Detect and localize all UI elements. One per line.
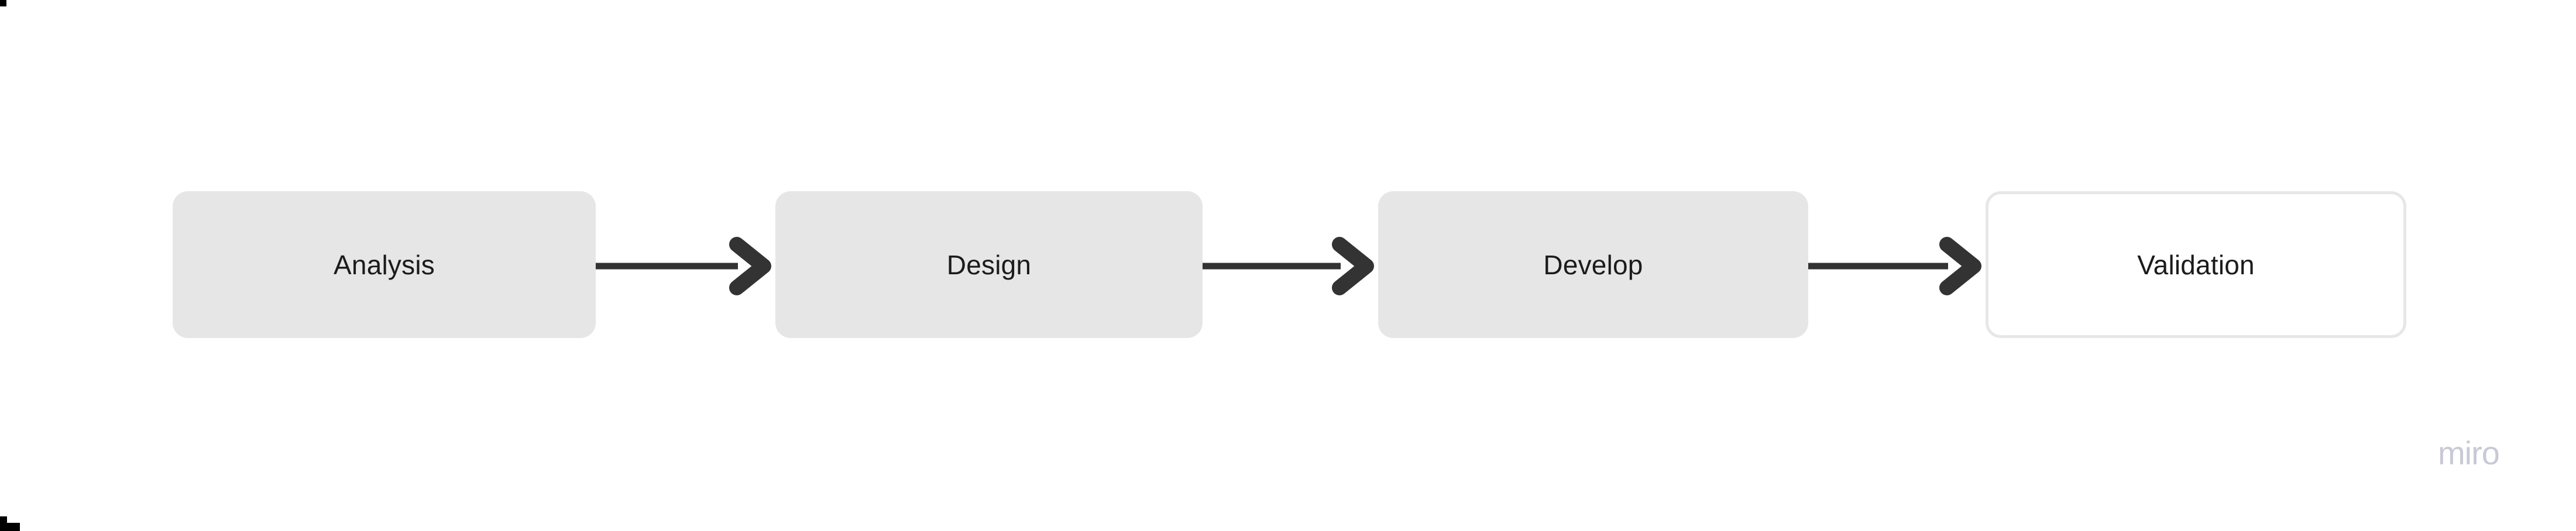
- flow-node-validation[interactable]: Validation: [1986, 191, 2406, 338]
- flow-node-label: Validation: [2137, 249, 2255, 280]
- arrow-right-icon: [1808, 237, 1981, 295]
- arrow-right-icon: [1203, 237, 1374, 295]
- flow-connector-develop-to-validation[interactable]: [1808, 225, 1986, 307]
- crop-mark-bottom-left-foot-icon: [0, 523, 20, 531]
- crop-mark-top-left-icon: [0, 0, 6, 6]
- flow-node-analysis[interactable]: Analysis: [173, 191, 596, 338]
- flow-node-design[interactable]: Design: [775, 191, 1203, 338]
- flow-node-develop[interactable]: Develop: [1378, 191, 1808, 338]
- flow-node-label: Analysis: [334, 249, 435, 280]
- flow-connector-design-to-develop[interactable]: [1203, 225, 1378, 307]
- arrow-right-icon: [596, 237, 771, 295]
- flow-node-label: Design: [946, 249, 1032, 280]
- flow-connector-analysis-to-design[interactable]: [596, 225, 775, 307]
- flow-node-label: Develop: [1543, 249, 1643, 280]
- miro-watermark: miro: [2438, 435, 2500, 471]
